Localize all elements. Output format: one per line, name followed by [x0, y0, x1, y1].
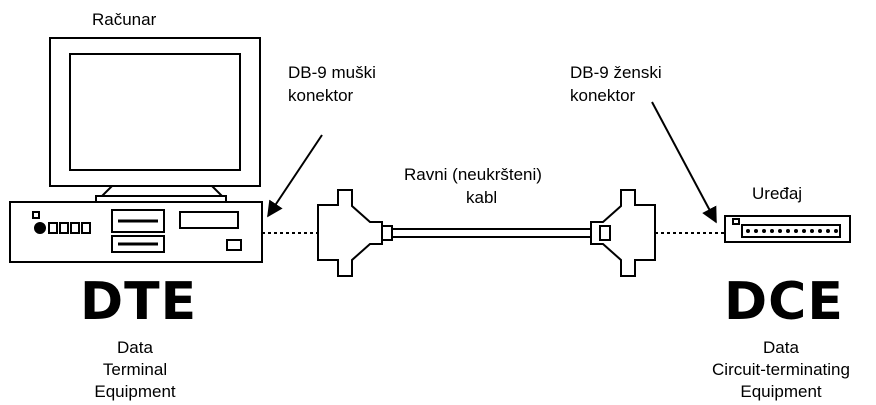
- male-connector-arrow: [267, 134, 323, 218]
- male-connector-label-line1: DB-9 muški: [288, 63, 376, 82]
- dce-description-line1: Data: [763, 338, 799, 357]
- dce-description-line3: Equipment: [740, 382, 822, 401]
- dte-description-line1: Data: [117, 338, 153, 357]
- dte-title: DTE: [80, 272, 198, 332]
- dte-description-line3: Equipment: [94, 382, 176, 401]
- dte-description-line2: Terminal: [102, 360, 168, 379]
- device-leds: [746, 229, 838, 233]
- female-connector-label-line2: konektor: [570, 86, 636, 105]
- cable-label-line2: kabl: [466, 188, 498, 207]
- dce-title: DCE: [724, 272, 844, 332]
- male-connector-label-line2: konektor: [288, 86, 354, 105]
- device-label: Uređaj: [752, 184, 803, 203]
- cable-label-line1: Ravni (neukršteni): [404, 165, 542, 184]
- computer-case: [9, 201, 263, 263]
- computer-label: Računar: [92, 10, 157, 29]
- female-connector-arrow: [651, 101, 717, 224]
- dce-description-line2: Circuit-terminating: [712, 360, 850, 379]
- straight-cable: [391, 228, 601, 238]
- db9-female-connector: [590, 189, 656, 277]
- db9-male-connector: [317, 189, 393, 277]
- female-connector-label-line1: DB-9 ženski: [570, 63, 662, 82]
- dce-device: [724, 215, 851, 243]
- computer-monitor: [49, 37, 261, 203]
